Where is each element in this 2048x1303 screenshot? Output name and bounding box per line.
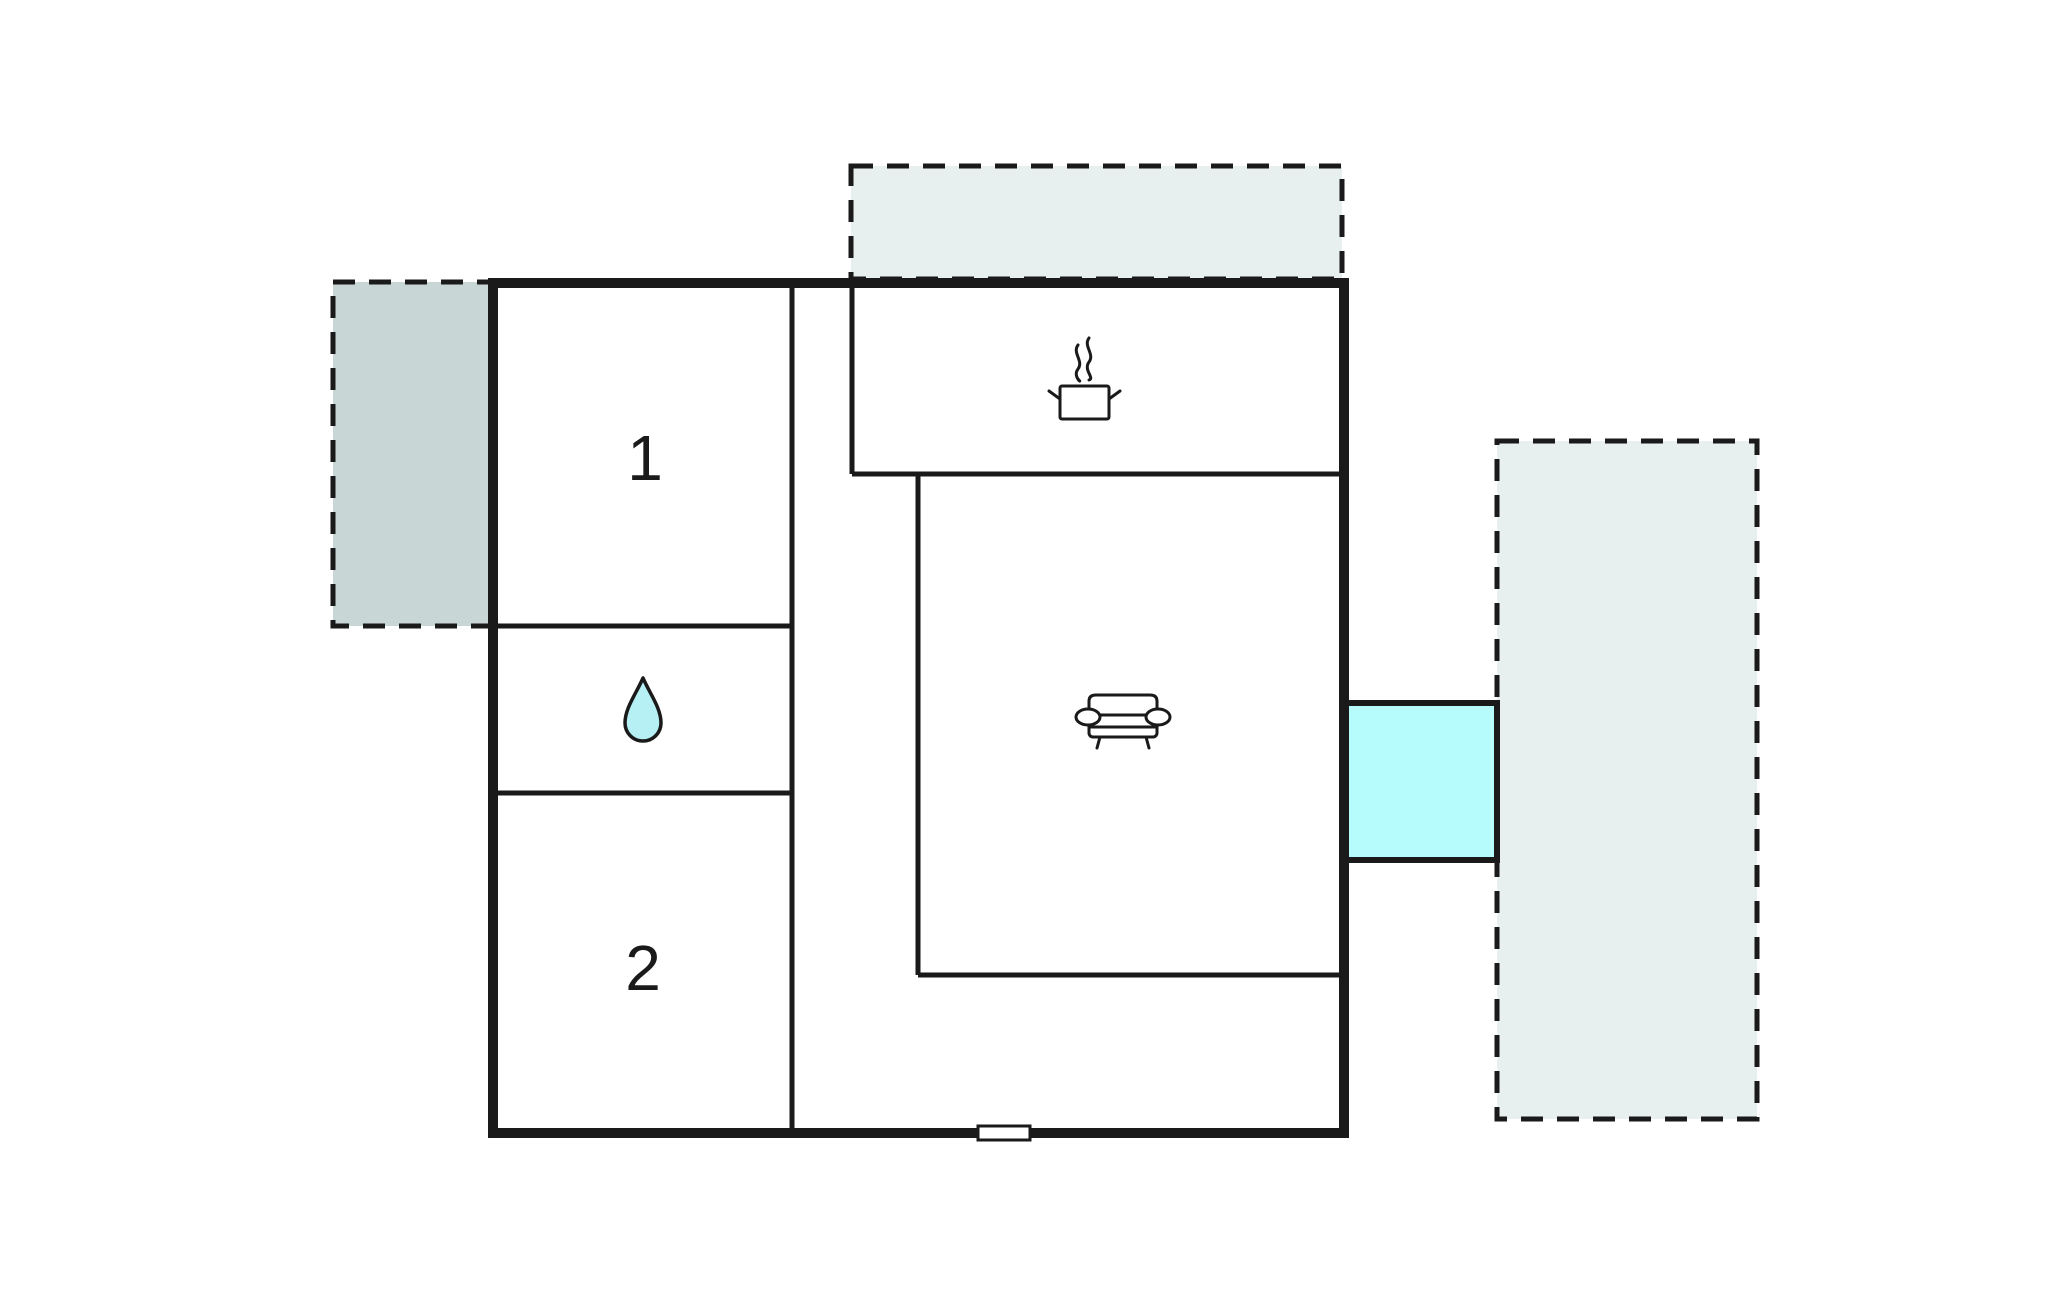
outer-walls: [488, 278, 1349, 1138]
terrace-right: [1494, 438, 1760, 1122]
cooking-pot-icon: [1047, 336, 1122, 421]
interior-walls: [493, 283, 1344, 1132]
entrance-door: [976, 1124, 1032, 1142]
sofa-icon: [1074, 693, 1172, 750]
pool: [1340, 700, 1500, 863]
terrace-top: [848, 163, 1345, 282]
terrace-left: [330, 279, 496, 629]
outdoor-areas: [330, 163, 1760, 1122]
bedroom-2-label: 2: [625, 932, 661, 1004]
bedroom-1-label: 1: [627, 422, 663, 494]
water-drop-icon: [623, 676, 663, 743]
